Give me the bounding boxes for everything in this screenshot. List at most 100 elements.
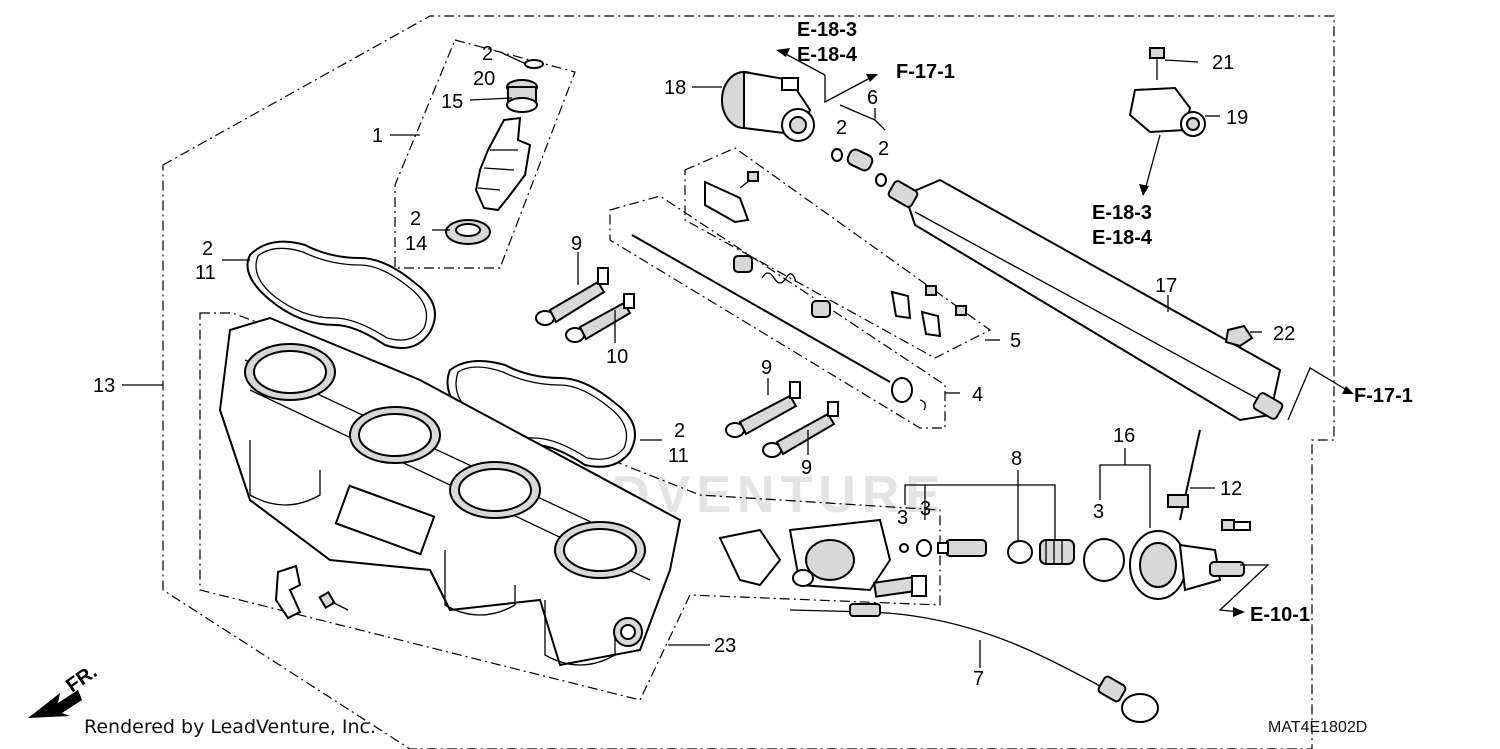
arrowhead-f17-upper xyxy=(866,74,878,82)
arrow-e10 xyxy=(1218,564,1270,613)
o-ring-16 xyxy=(1083,538,1125,582)
arrowhead-e10 xyxy=(1233,607,1245,617)
gasket-upper-inner xyxy=(255,247,428,341)
injector xyxy=(445,59,544,245)
spring-8b xyxy=(1039,539,1075,565)
label-part-9: 9 xyxy=(761,357,772,379)
label-part-2: 2 xyxy=(878,138,889,160)
label-part-1: 1 xyxy=(372,125,383,147)
label-part-16: 16 xyxy=(1113,425,1135,447)
ref-e18-3-right: E-18-3 xyxy=(1092,202,1152,224)
label-part-6: 6 xyxy=(867,87,878,109)
arrow-f17-right xyxy=(1287,367,1351,421)
arrow-e18-upper xyxy=(781,51,871,104)
bracket-small-b xyxy=(920,310,942,338)
plunger-3c xyxy=(937,539,987,557)
throttle-shaft xyxy=(631,234,926,411)
screw-9c xyxy=(762,401,839,458)
label-part-22: 22 xyxy=(1273,323,1295,345)
label-part-17: 17 xyxy=(1155,275,1177,297)
leader-3-bracket xyxy=(904,484,1056,540)
screw-10 xyxy=(565,293,635,343)
washer-3a xyxy=(899,543,909,553)
label-part-2: 2 xyxy=(674,420,685,442)
label-part-5: 5 xyxy=(1010,330,1021,352)
label-part-21: 21 xyxy=(1212,52,1234,74)
arrow-e18-lower xyxy=(1144,134,1161,191)
stud-bolt-12 xyxy=(1167,429,1201,521)
label-part-4: 4 xyxy=(972,384,983,406)
label-part-10: 10 xyxy=(606,346,628,368)
label-part-14: 14 xyxy=(405,233,427,255)
label-part-11: 11 xyxy=(668,445,689,467)
leader-15 xyxy=(469,97,513,101)
bolt-small-e xyxy=(1221,519,1251,531)
label-part-3: 3 xyxy=(920,498,931,520)
nut-22 xyxy=(1224,324,1254,348)
label-part-23: 23 xyxy=(714,635,736,657)
label-part-19: 19 xyxy=(1226,107,1248,129)
ref-e10-1: E-10-1 xyxy=(1250,604,1310,626)
arrowhead-e18-upper xyxy=(776,48,790,57)
label-part-12: 12 xyxy=(1220,478,1242,500)
label-part-15: 15 xyxy=(441,91,463,113)
label-part-9: 9 xyxy=(571,233,582,255)
leader-16 xyxy=(1099,448,1151,528)
pressure-regulator xyxy=(721,70,815,142)
label-part-13: 13 xyxy=(93,375,115,397)
label-part-9: 9 xyxy=(801,457,812,479)
shaft-group-outline xyxy=(609,195,946,429)
collar-b xyxy=(811,300,831,318)
bolt-small-c xyxy=(925,285,937,296)
label-part-11: 11 xyxy=(195,262,216,284)
ref-e18-3-top: E-18-3 xyxy=(797,19,857,41)
label-part-3: 3 xyxy=(1093,501,1104,523)
washer-8a xyxy=(1007,540,1033,564)
gasket-upper xyxy=(246,240,436,349)
bracket-clip xyxy=(274,564,302,620)
assembly-outline xyxy=(162,15,1335,749)
leader-6 xyxy=(839,104,886,131)
ref-e18-4-right: E-18-4 xyxy=(1092,227,1153,249)
sensor-19 xyxy=(1128,86,1206,137)
label-part-2: 2 xyxy=(482,43,493,65)
fuel-rail xyxy=(887,178,1284,422)
o-ring-3b xyxy=(916,539,932,557)
ref-f17-1-right: F-17-1 xyxy=(1354,385,1413,407)
bolt-21 xyxy=(1149,47,1165,80)
throttle-cable xyxy=(789,603,1159,723)
bolt-sensor xyxy=(873,575,927,598)
bracket-small-a xyxy=(890,290,912,320)
o-ring-6a xyxy=(831,148,843,162)
leader-21 xyxy=(1164,59,1199,63)
label-part-18: 18 xyxy=(664,77,686,99)
ref-f17-1-top: F-17-1 xyxy=(896,61,955,83)
arrowhead-f17-right xyxy=(1342,386,1354,394)
screw-9b xyxy=(725,381,801,438)
spring-clip xyxy=(761,272,797,284)
label-part-7: 7 xyxy=(973,668,984,690)
screw-9a xyxy=(535,267,609,326)
throttle-body xyxy=(218,316,682,667)
joint-pipe-6 xyxy=(846,148,874,172)
collar-a xyxy=(733,255,753,273)
ref-e18-4-top: E-18-4 xyxy=(797,44,858,66)
label-part-2: 2 xyxy=(202,238,213,260)
bolt-small-b xyxy=(739,171,759,189)
leader-2a xyxy=(499,51,527,65)
injector-group-outline xyxy=(394,39,576,269)
label-part-20: 20 xyxy=(473,68,495,90)
throttle-body-group-outline xyxy=(199,312,941,701)
label-part-8: 8 xyxy=(1011,448,1022,470)
sensor-bracket-group-outline xyxy=(684,147,992,359)
label-part-3: 3 xyxy=(897,507,908,529)
bracket-plate xyxy=(704,180,750,224)
thermo-housing xyxy=(1129,530,1245,600)
o-ring-6b xyxy=(875,173,887,187)
credit-text: Rendered by LeadVenture, Inc. xyxy=(84,716,377,738)
diagram-code: MAT4E1802D xyxy=(1268,719,1368,736)
bolt-small-d xyxy=(955,305,967,316)
idle-control-valve xyxy=(718,518,892,592)
front-indicator-label: FR. xyxy=(62,661,101,698)
